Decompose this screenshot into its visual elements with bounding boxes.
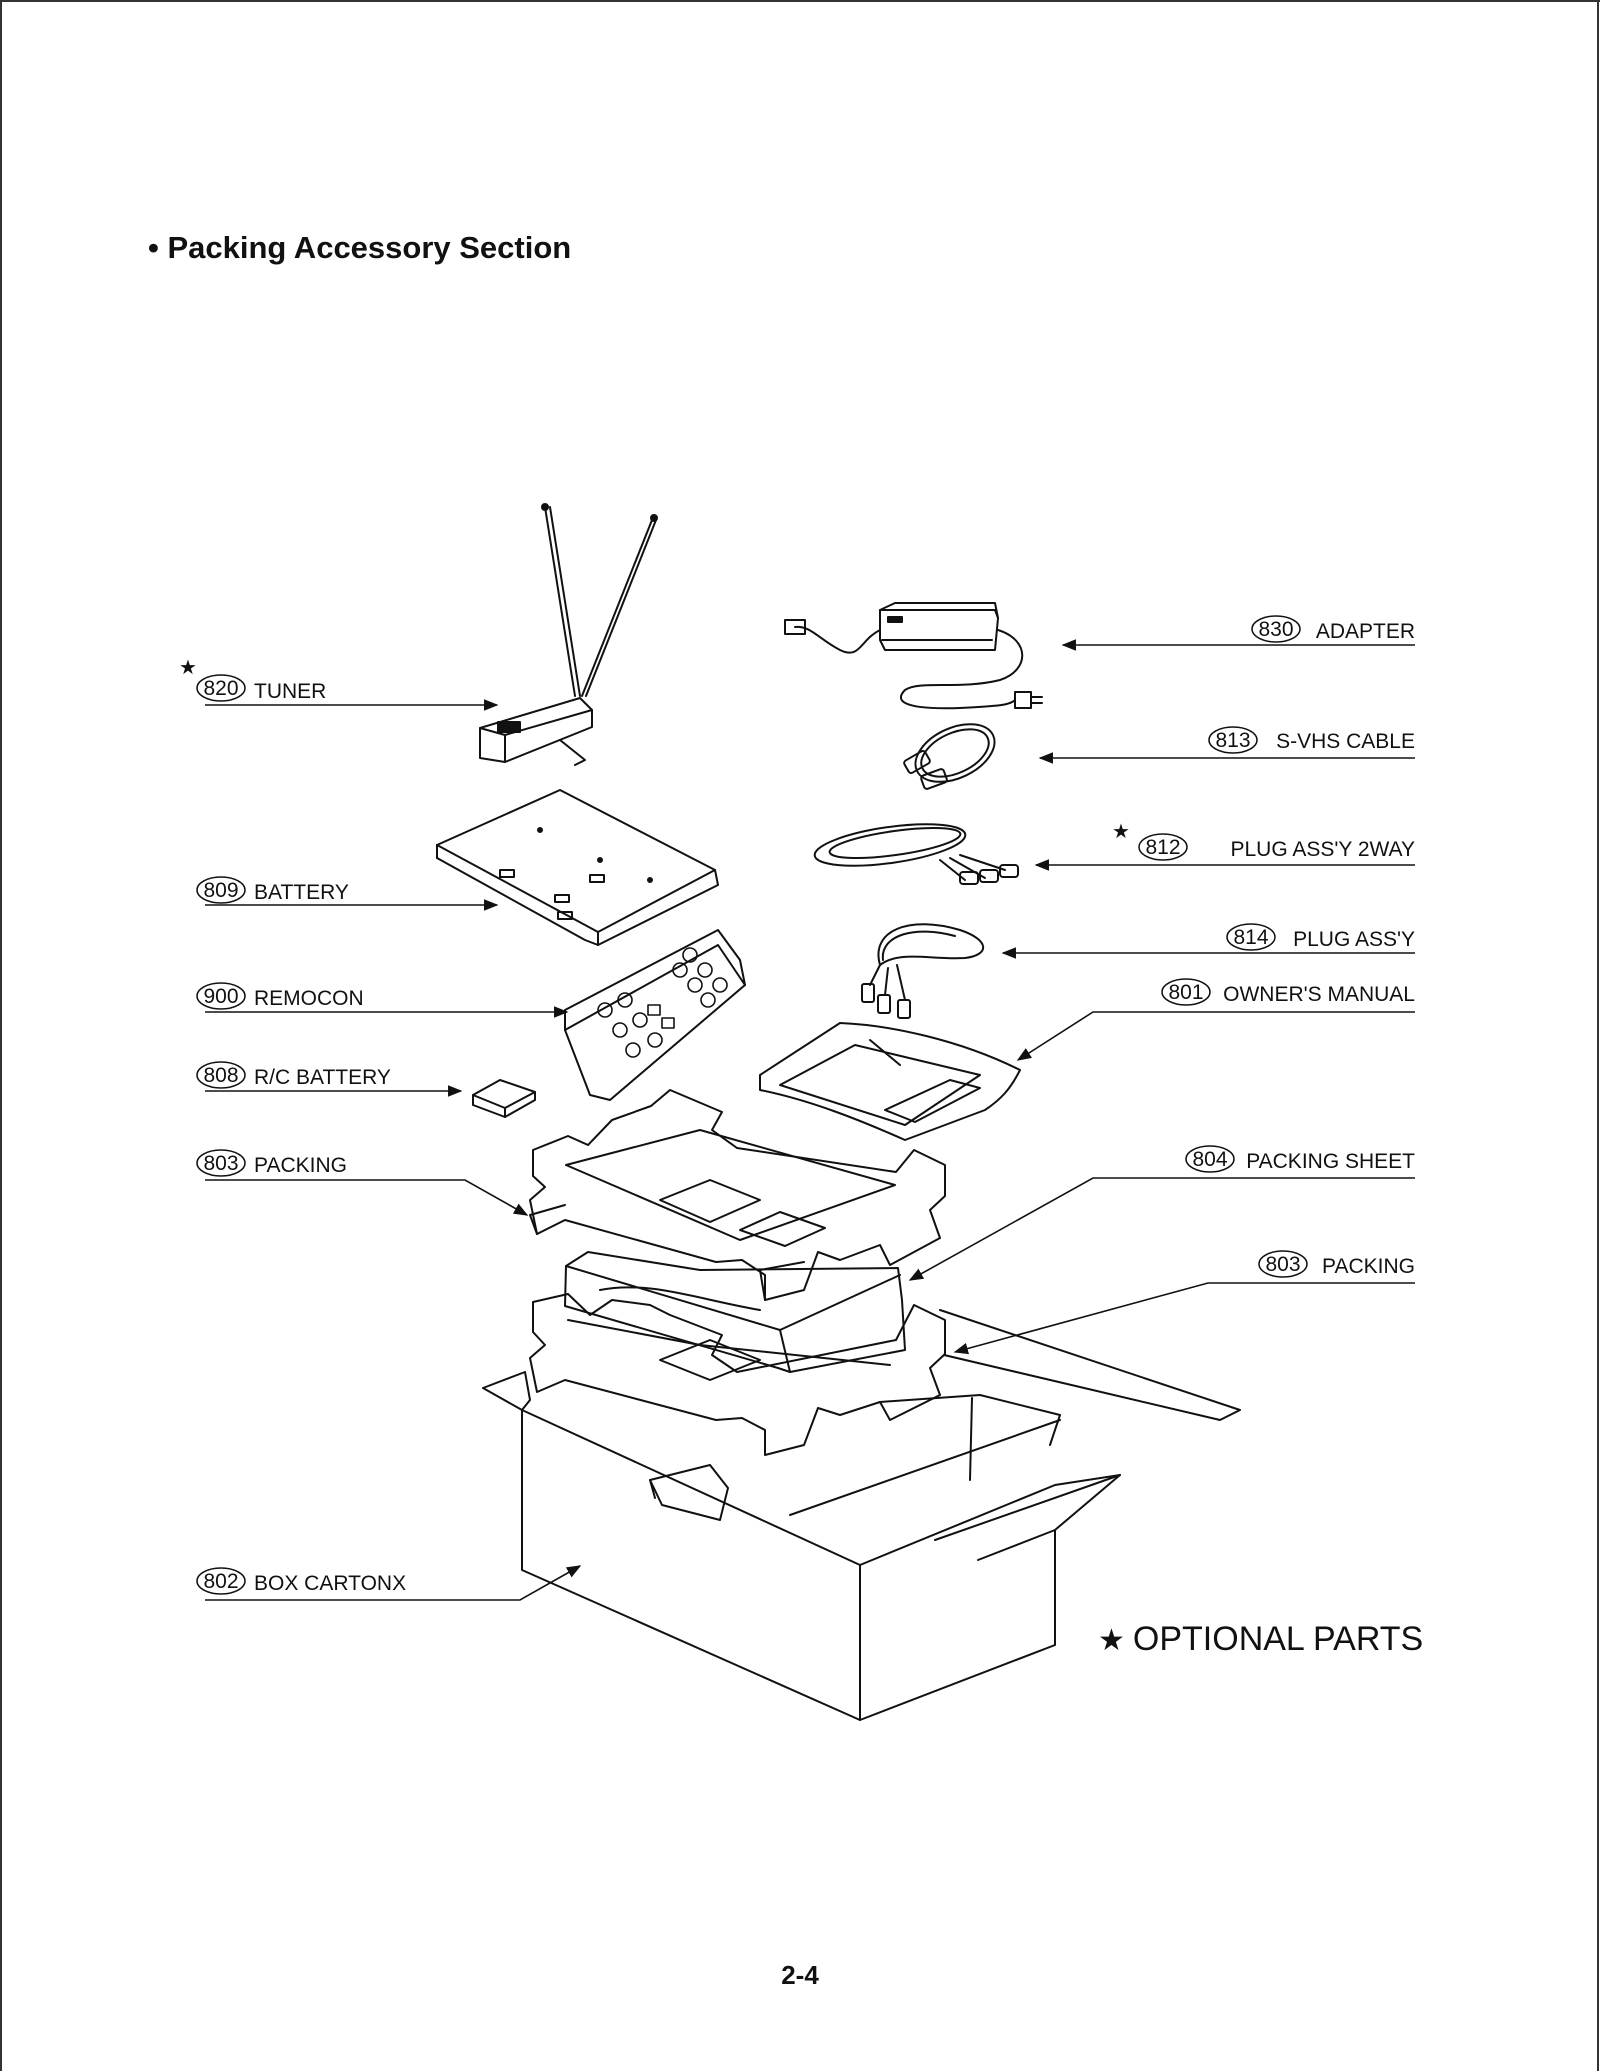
part-name: R/C BATTERY [254, 1066, 391, 1089]
part-number-bubble [1258, 1250, 1308, 1278]
callout-813: 813 S-VHS CABLE [1208, 726, 1415, 754]
part-name: PACKING SHEET [1246, 1150, 1415, 1173]
part-number: 813 [1215, 729, 1250, 752]
part-number: 812 [1145, 836, 1180, 859]
callout-803-left: 803 PACKING [196, 1149, 347, 1177]
callout-808: 808 R/C BATTERY [196, 1061, 391, 1089]
optional-star: ★ [179, 657, 197, 679]
part-number: 803 [1265, 1253, 1300, 1276]
callout-809: 809 BATTERY [196, 876, 349, 904]
part-number: 830 [1258, 618, 1293, 641]
box-carton-drawing [482, 1309, 1241, 1721]
callout-820: ★ 820 TUNER [179, 657, 326, 703]
leader-803-left [205, 1179, 529, 1216]
part-number: 808 [203, 1064, 238, 1087]
star-icon: ★ [1098, 1624, 1125, 1657]
part-number: 803 [203, 1152, 238, 1175]
remocon-drawing [564, 929, 746, 1101]
part-number-bubble [1161, 978, 1211, 1006]
part-number-bubble [1138, 833, 1188, 861]
part-number: 801 [1168, 981, 1203, 1004]
plug-assy-drawing [861, 923, 985, 1019]
part-number-bubble [196, 1061, 246, 1089]
adapter-drawing [784, 602, 1043, 710]
page-frame-left [0, 0, 2, 2071]
callout-814: 814 PLUG ASS'Y [1226, 923, 1415, 951]
part-name: BATTERY [254, 881, 349, 904]
part-number-bubble [196, 1567, 246, 1595]
part-number: 804 [1192, 1148, 1227, 1171]
part-number: 900 [203, 985, 238, 1008]
part-number-bubble [1208, 726, 1258, 754]
packing-sheet-drawing [564, 1251, 906, 1373]
callout-803-right: 803 PACKING [1258, 1250, 1415, 1278]
part-name: REMOCON [254, 987, 364, 1010]
part-name: S-VHS CABLE [1276, 730, 1415, 753]
leader-801 [1016, 1011, 1415, 1061]
part-number-bubble [196, 982, 246, 1010]
part-name: PACKING [254, 1154, 347, 1177]
leader-802 [205, 1565, 582, 1601]
tuner-drawing [479, 503, 658, 766]
optional-parts-legend: ★OPTIONAL PARTS [1098, 1620, 1423, 1659]
callout-804: 804 PACKING SHEET [1185, 1145, 1415, 1173]
leader-804 [908, 1177, 1415, 1281]
callout-801: 801 OWNER'S MANUAL [1161, 978, 1415, 1006]
part-name: PACKING [1322, 1255, 1415, 1278]
part-number-bubble [1226, 923, 1276, 951]
section-title: • Packing Accessory Section [148, 230, 572, 265]
part-number: 814 [1233, 926, 1268, 949]
optional-parts-text: OPTIONAL PARTS [1132, 1620, 1424, 1658]
svhs-cable-drawing [903, 723, 996, 790]
plug-2way-drawing [813, 823, 1019, 885]
part-name: TUNER [254, 680, 326, 703]
part-number-bubble [196, 1149, 246, 1177]
part-name: PLUG ASS'Y 2WAY [1230, 838, 1415, 861]
callout-812: ★ 812 PLUG ASS'Y 2WAY [1112, 821, 1415, 861]
page-frame-top [0, 0, 1600, 2]
part-number: 809 [203, 879, 238, 902]
page-frame-right [1597, 0, 1599, 2071]
packing-lower-drawing [529, 1293, 946, 1456]
battery-plate-drawing [436, 789, 719, 946]
part-name: PLUG ASS'Y [1293, 928, 1415, 951]
part-name: ADAPTER [1316, 620, 1415, 643]
page-number: 2-4 [781, 1960, 819, 1990]
part-number: 802 [203, 1570, 238, 1593]
part-name: OWNER'S MANUAL [1223, 983, 1415, 1006]
rc-battery-drawing [472, 1079, 536, 1118]
part-number-bubble [1185, 1145, 1235, 1173]
part-number-bubble [1251, 615, 1301, 643]
callout-802: 802 BOX CARTONX [196, 1567, 406, 1595]
leader-803-right [953, 1282, 1415, 1355]
callout-830: 830 ADAPTER [1251, 615, 1415, 643]
part-number: 820 [203, 677, 238, 700]
part-name: BOX CARTONX [254, 1572, 406, 1595]
callout-900: 900 REMOCON [196, 982, 364, 1010]
optional-star: ★ [1112, 821, 1130, 843]
owners-manual-drawing [759, 1022, 1021, 1141]
part-number-bubble [196, 674, 246, 702]
part-number-bubble [196, 876, 246, 904]
